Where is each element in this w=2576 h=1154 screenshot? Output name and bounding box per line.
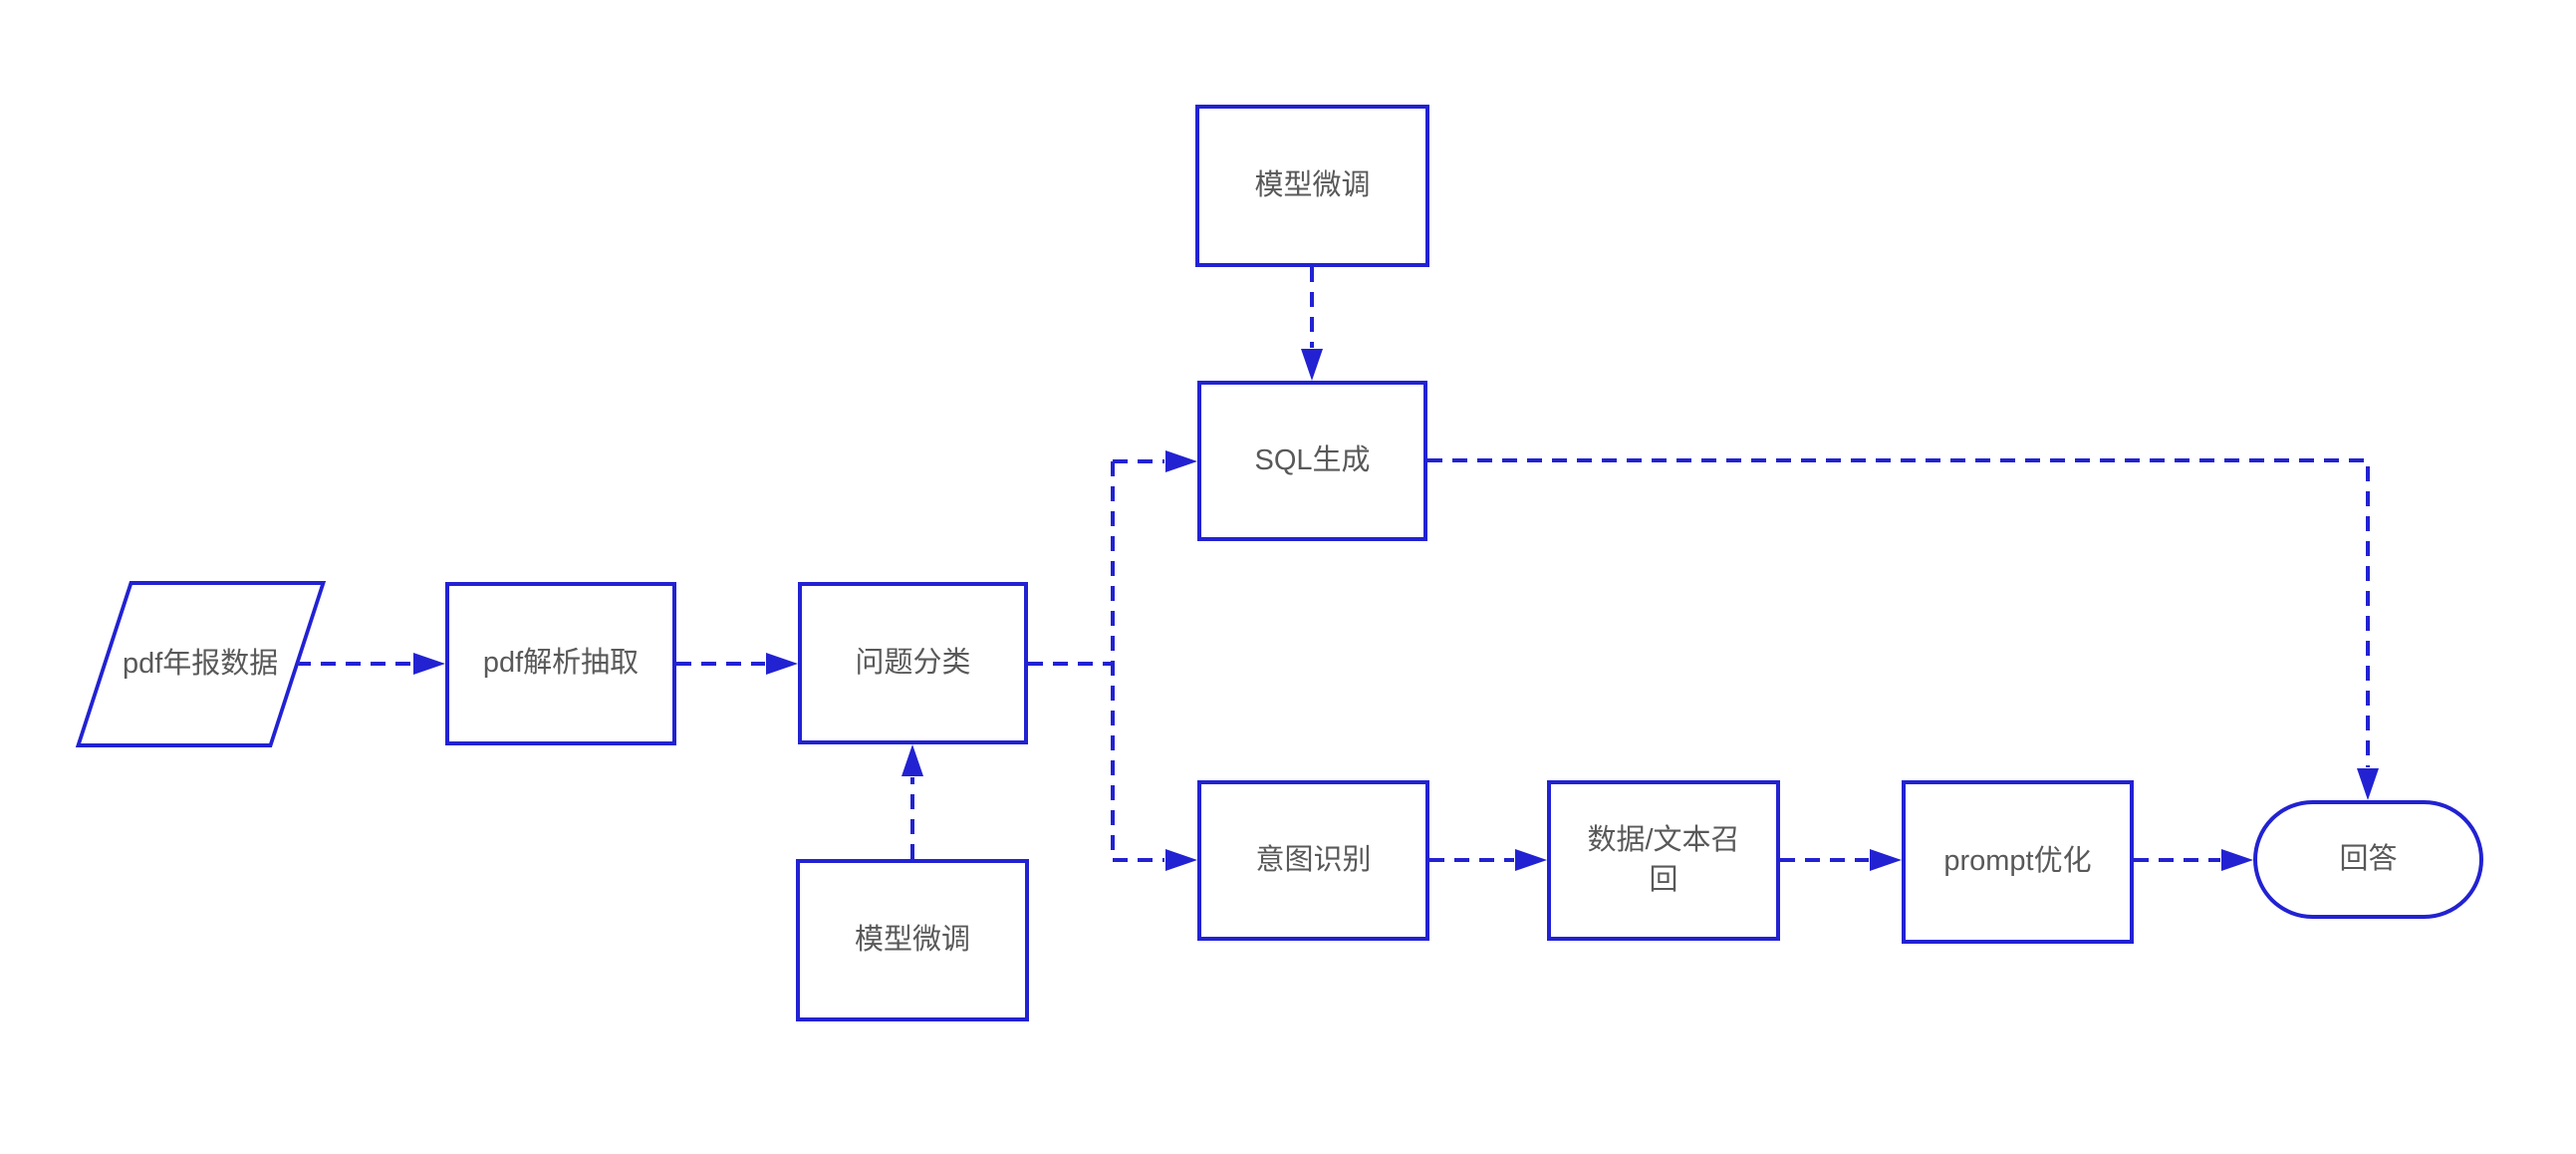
arrowhead-icon [1515,849,1547,871]
node-label: SQL生成 [1254,443,1371,476]
node-intent-recognition: 意图识别 [1197,780,1429,941]
edge-intent-to-recall [1429,849,1547,871]
edge-sql-to-answer [1427,458,2379,800]
node-label: 意图识别 [1255,843,1372,876]
node-question-classification: 问题分类 [798,582,1028,744]
edge-recall-to-prompt [1780,849,1902,871]
edge-branch-to-intent [1113,849,1197,871]
arrowhead-icon [2221,849,2253,871]
node-data-text-recall: 数据/文本召回 [1547,780,1780,941]
edge-pdfdata-to-parse [296,653,445,675]
node-label: pdf解析抽取 [482,647,640,680]
arrowhead-icon [1870,849,1902,871]
node-sql-generation: SQL生成 [1197,381,1427,541]
edge-prompt-to-answer [2134,849,2253,871]
edge-parse-to-classify [676,653,798,675]
node-label: 模型微调 [1254,168,1371,201]
node-pdf-parse-extract: pdf解析抽取 [445,582,676,745]
node-label: 模型微调 [854,923,970,956]
arrowhead-icon [413,653,445,675]
node-prompt-optimization: prompt优化 [1902,780,2134,944]
arrowhead-icon [2357,768,2379,800]
node-model-finetune-top: 模型微调 [1195,105,1429,267]
node-answer: 回答 [2253,800,2483,919]
node-label: pdf年报数据 [123,647,279,680]
node-label: prompt优化 [1943,845,2092,878]
edge-classify-branch [1028,461,1115,860]
node-model-finetune-bottom: 模型微调 [796,859,1029,1021]
arrowhead-icon [766,653,798,675]
arrowhead-icon [1165,849,1197,871]
node-label: 数据/文本召回 [1587,824,1740,896]
edge-finetunebottom-to-classify [902,744,923,859]
arrowhead-icon [902,744,923,776]
node-label: 回答 [2339,842,2398,875]
edge-branch-to-sql [1113,450,1197,472]
edge-finetunetop-to-sql [1301,267,1323,381]
arrowhead-icon [1301,349,1323,381]
arrowhead-icon [1165,450,1197,472]
node-label: 问题分类 [855,646,971,679]
